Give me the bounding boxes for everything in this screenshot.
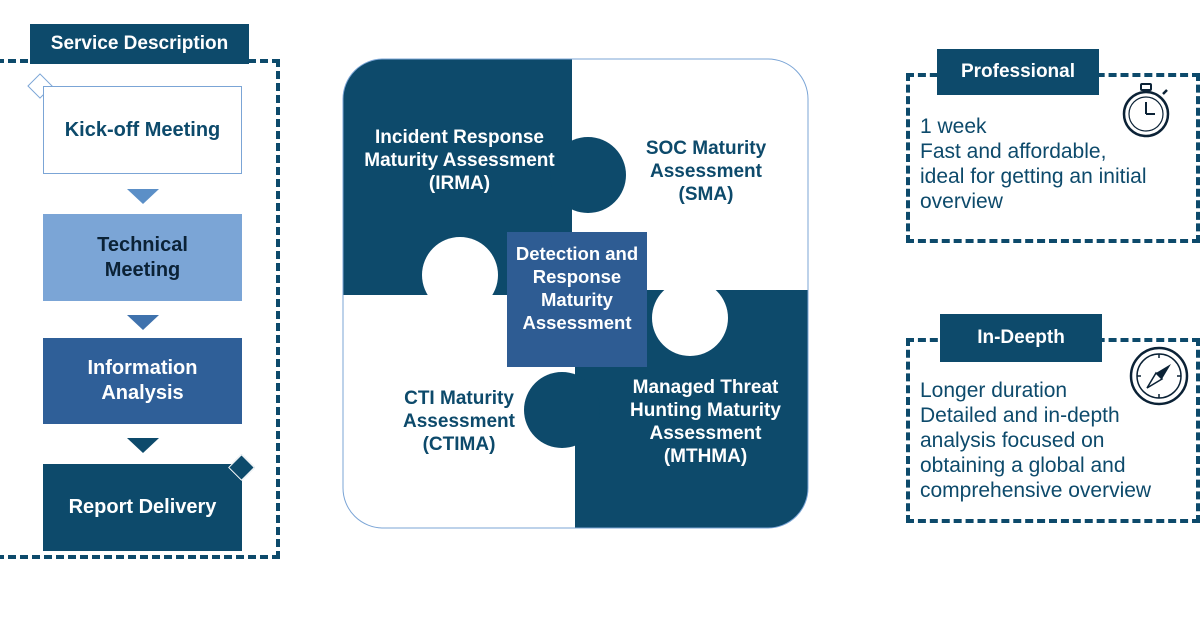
stopwatch-icon xyxy=(1117,80,1175,147)
option-professional-tag: Professional xyxy=(937,49,1099,95)
knob-bottom-right-hole xyxy=(652,280,728,356)
step-kickoff-meeting: Kick-off Meeting xyxy=(43,86,242,174)
center-label: Detection and Response Maturity Assessme… xyxy=(515,243,639,333)
option-in-depth-description: Longer duration Detailed and in-depth an… xyxy=(920,378,1151,503)
piece-label-sma: SOC Maturity Assessment (SMA) xyxy=(645,138,767,205)
center-block xyxy=(507,232,647,367)
step-arrow-3 xyxy=(127,438,159,453)
knob-top-left-hole xyxy=(422,237,498,313)
puzzle-outline xyxy=(342,58,809,529)
knob-top-left-into-right xyxy=(550,137,626,213)
step-information-analysis: Information Analysis xyxy=(43,338,242,424)
step-technical-meeting: Technical Meeting xyxy=(43,214,242,301)
piece-label-irma: Incident Response Maturity Assessment (I… xyxy=(364,127,555,194)
option-professional-line: 1 week xyxy=(920,115,987,138)
option-in-depth-line: obtaining a global and xyxy=(920,454,1126,477)
piece-label-mthma: Managed Threat Hunting Maturity Assessme… xyxy=(630,377,781,467)
step-arrow-1 xyxy=(127,189,159,204)
step-report-delivery: Report Delivery xyxy=(43,464,242,551)
piece-label-ctima: CTI Maturity Assessment (CTIMA) xyxy=(403,388,515,455)
option-professional-line: Fast and affordable, xyxy=(920,140,1107,163)
option-in-depth-line: analysis focused on xyxy=(920,429,1105,452)
option-professional-line: ideal for getting an initial xyxy=(920,165,1147,188)
option-in-depth-line: comprehensive overview xyxy=(920,479,1152,502)
compass-icon xyxy=(1128,345,1190,412)
option-professional-description: 1 week Fast and affordable, ideal for ge… xyxy=(920,114,1146,214)
service-description-title: Service Description xyxy=(30,24,249,64)
step-arrow-2 xyxy=(127,315,159,330)
knob-bottom-right-into-left xyxy=(524,372,600,448)
option-in-depth-line: Detailed and in-depth xyxy=(920,404,1120,427)
option-in-depth-tag: In-Deepth xyxy=(940,314,1102,362)
option-in-depth-line: Longer duration xyxy=(920,379,1068,402)
option-professional-line: overview xyxy=(920,190,1003,213)
